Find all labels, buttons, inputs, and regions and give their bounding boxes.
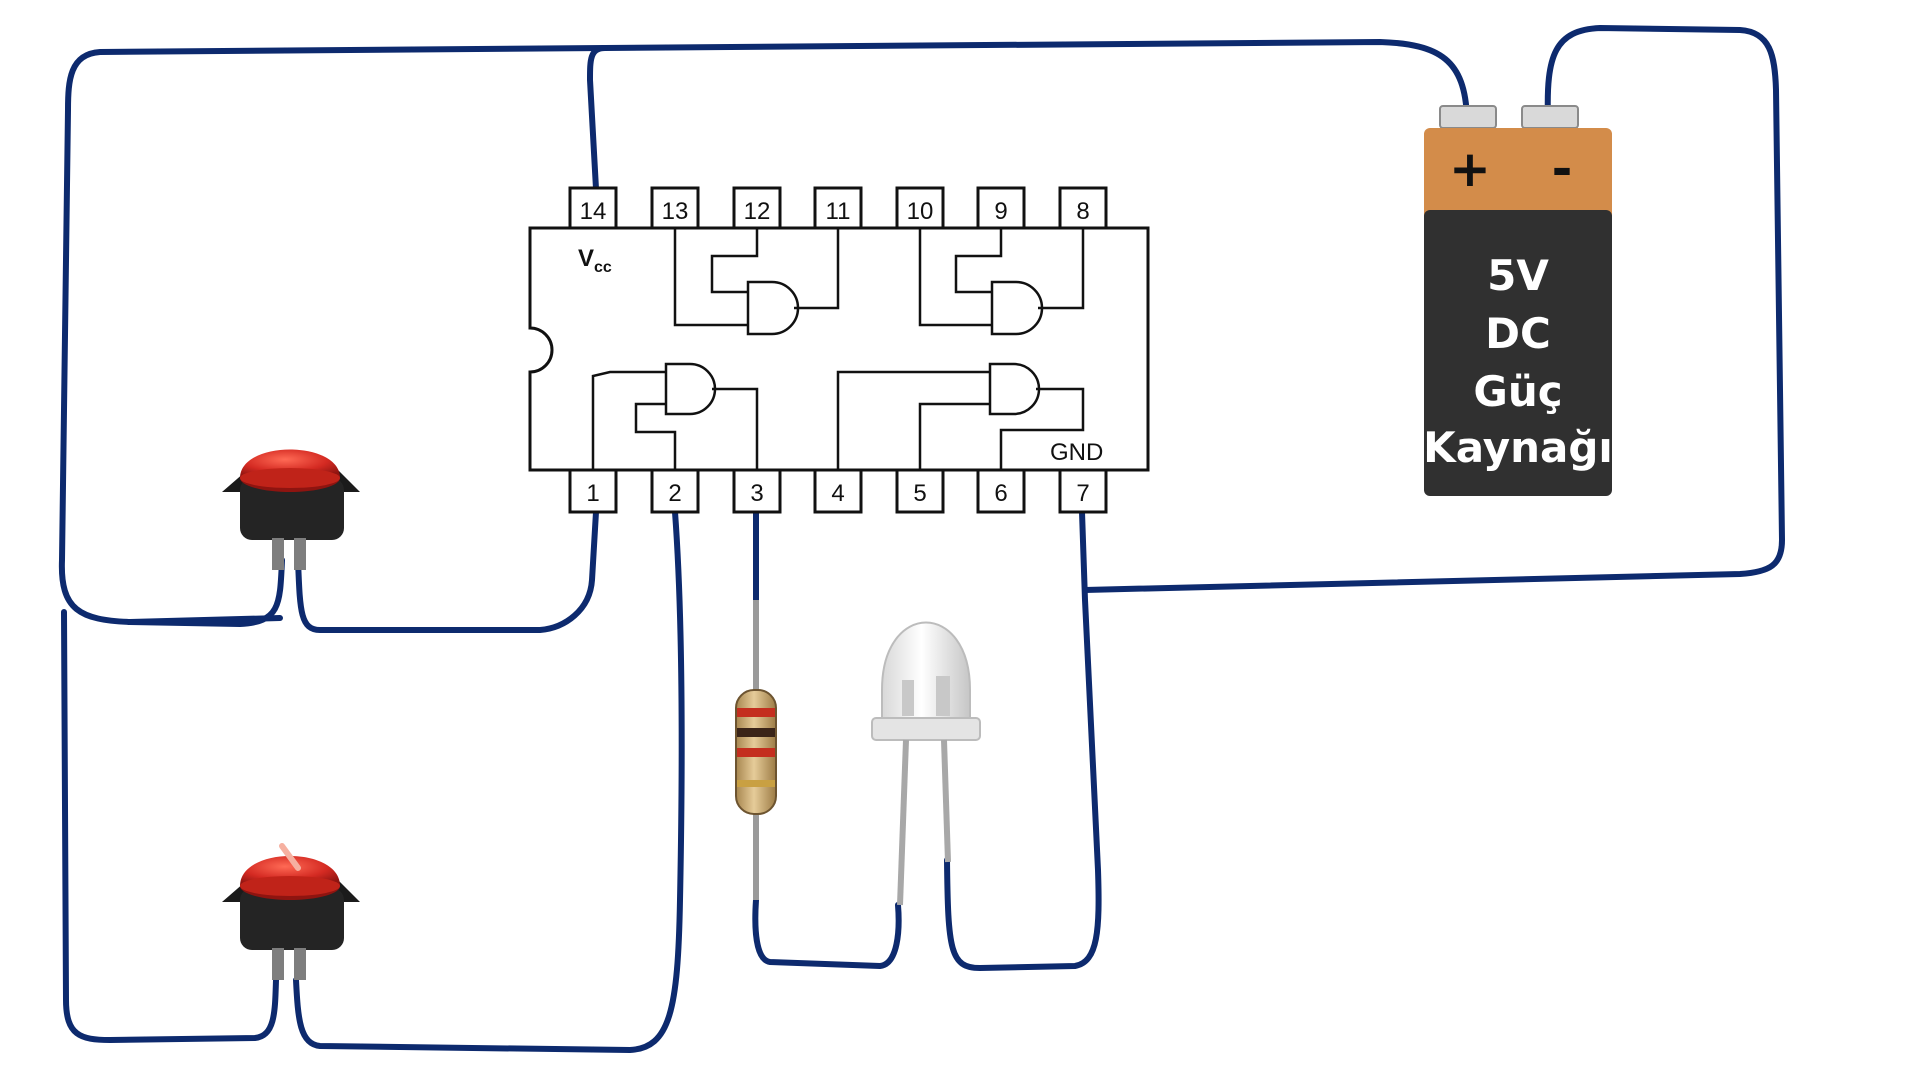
ic-pin-6: 6 [976,468,1026,514]
ic-pin-12: 12 [732,186,782,230]
battery-terminal-positive [1439,105,1497,129]
svg-text:8: 8 [1076,198,1089,225]
wires [58,25,1785,1053]
ic-pin-13: 13 [650,186,700,230]
ic-bottom-pins: 1 2 3 4 5 6 7 [568,468,1108,514]
wire-pin1-button1 [295,509,599,633]
svg-text:14: 14 [580,198,607,225]
ic-pin-5: 5 [895,468,945,514]
ic-pin-2: 2 [650,468,700,514]
and-gate-upper-right [918,228,1085,336]
battery-body [1424,210,1612,496]
wire-resistor-led [752,897,902,969]
ic-pin-10: 10 [895,186,945,230]
svg-text:5: 5 [913,480,926,507]
svg-text:9: 9 [994,198,1007,225]
and-gate-lower-right [836,362,1085,470]
battery-minus-sign: - [1552,140,1573,198]
and-gate-upper-left [673,228,840,336]
svg-text:11: 11 [826,198,851,225]
ic-pin-11: 11 [813,186,863,230]
wire-vcc-top [587,39,1470,228]
svg-text:4: 4 [831,480,844,507]
wire-battery-negative [1082,25,1785,593]
wire-left-outer-top [58,45,608,625]
ic-vcc-label: Vcc [578,245,612,276]
svg-text:1: 1 [586,480,599,507]
and-gate-lower-left [591,362,759,470]
svg-text:6: 6 [994,480,1007,507]
logic-ic: 14 13 12 11 10 9 8 1 2 3 4 5 6 7 Vcc GND [528,186,1150,514]
push-button-top[interactable] [222,449,360,571]
svg-text:13: 13 [662,198,689,225]
svg-text:2: 2 [668,480,681,507]
svg-text:3: 3 [750,480,763,507]
ic-pin-1: 1 [568,468,618,514]
resistor [735,600,777,900]
ic-top-pins: 14 13 12 11 10 9 8 [568,186,1108,230]
push-button-bottom[interactable] [222,843,360,980]
wire-led-gnd [944,509,1102,971]
battery-label-line3: Güç [1473,367,1562,416]
ic-pin-9: 9 [976,186,1026,230]
svg-text:10: 10 [907,198,934,225]
battery: + - 5V DC Güç Kaynağı [1423,105,1613,496]
ic-pin-3: 3 [732,468,782,514]
ic-pin-7: 7 [1058,468,1108,514]
wire-button1-left [127,557,285,627]
wire-pin2-button2 [293,509,685,1053]
wire-left-lower [61,609,279,1043]
ic-gnd-label: GND [1050,439,1103,466]
battery-type: DC [1485,309,1551,358]
led [871,621,981,906]
battery-label-line4: Kaynağı [1423,423,1613,472]
ic-pin-4: 4 [813,468,863,514]
svg-text:12: 12 [744,198,771,225]
battery-voltage: 5V [1487,251,1549,300]
battery-terminal-negative [1521,105,1579,129]
ic-pin-8: 8 [1058,186,1108,230]
svg-text:7: 7 [1076,480,1089,507]
battery-top [1424,128,1612,220]
battery-plus-sign: + [1449,140,1491,198]
ic-pin-14: 14 [568,186,618,230]
